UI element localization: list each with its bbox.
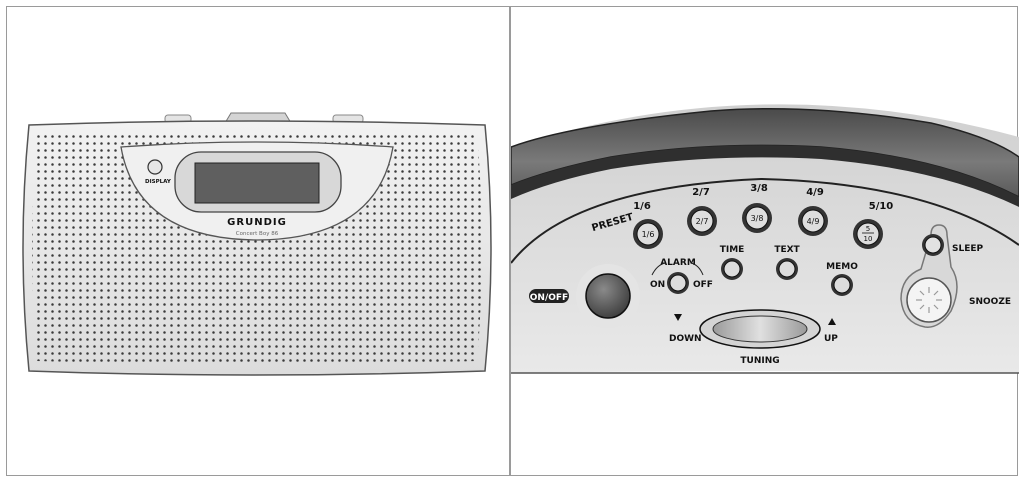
preset-1-face-label: 1/6 — [642, 230, 655, 239]
preset-button-3[interactable]: 3/8 3/8 — [742, 183, 772, 233]
preset-button-2[interactable]: 2/7 2/7 — [687, 187, 717, 236]
preset-1-top-label: 1/6 — [633, 201, 651, 212]
time-label: TIME — [720, 245, 745, 255]
lcd-screen — [194, 162, 320, 204]
preset-2-face-label: 2/7 — [696, 217, 709, 226]
control-panel-illustration: PRESET 1/6 1/6 2/7 2/7 3/8 3/8 4/9 4/9 — [510, 104, 1020, 374]
up-label: UP — [824, 334, 838, 344]
tuning-label: TUNING — [740, 356, 779, 366]
preset-5-face-numerator: 5 — [866, 225, 870, 233]
model-name: Concert Boy 86 — [236, 231, 279, 237]
onoff-label: ON/OFF — [530, 293, 568, 303]
tuning-rocker[interactable] — [712, 315, 808, 343]
time-button[interactable] — [723, 260, 741, 278]
preset-1-face[interactable] — [636, 222, 660, 246]
preset-2-top-label: 2/7 — [692, 187, 710, 198]
text-label: TEXT — [774, 245, 800, 255]
radio-front-view-panel: DISPLAY GRUNDIG Concert Boy 86 — [6, 6, 510, 476]
snooze-burst-icon — [916, 287, 942, 313]
alarm-button[interactable] — [669, 274, 687, 292]
up-arrow-icon — [828, 318, 836, 325]
preset-4-face-label: 4/9 — [807, 217, 820, 226]
alarm-label: ALARM — [660, 258, 696, 268]
panel-arc — [510, 177, 1020, 264]
sleep-button[interactable] — [924, 236, 942, 254]
control-panel-closeup: PRESET 1/6 1/6 2/7 2/7 3/8 3/8 4/9 4/9 — [510, 6, 1020, 476]
power-button[interactable] — [585, 273, 631, 319]
memo-label: MEMO — [826, 262, 858, 272]
preset-4-top-label: 4/9 — [806, 187, 824, 198]
onoff-badge — [529, 289, 569, 303]
radio-front-illustration: DISPLAY GRUNDIG Concert Boy 86 — [22, 112, 492, 376]
text-button[interactable] — [778, 260, 796, 278]
down-arrow-icon — [674, 314, 682, 321]
preset-5-face-denominator: 10 — [864, 235, 873, 243]
memo-button[interactable] — [833, 276, 851, 294]
display-button[interactable] — [147, 159, 163, 175]
display-label: DISPLAY — [145, 179, 172, 185]
snooze-button[interactable] — [906, 277, 952, 323]
alarm-on-label: ON — [650, 280, 665, 290]
preset-3-top-label: 3/8 — [750, 183, 768, 194]
preset-button-4[interactable]: 4/9 4/9 — [798, 187, 828, 236]
preset-3-face[interactable] — [745, 206, 769, 230]
snooze-label: SNOOZE — [969, 297, 1011, 307]
preset-2-face[interactable] — [690, 209, 714, 233]
preset-5-top-label: 5/10 — [869, 201, 894, 212]
brand-logo: GRUNDIG — [227, 217, 287, 228]
preset-button-5[interactable]: 5/10 5 10 — [853, 201, 893, 249]
preset-5-face[interactable] — [856, 222, 880, 246]
preset-4-face[interactable] — [801, 209, 825, 233]
sleep-label: SLEEP — [952, 244, 984, 254]
alarm-off-label: OFF — [693, 280, 713, 290]
handle-edge — [511, 145, 1019, 207]
down-label: DOWN — [669, 334, 702, 344]
alarm-bracket-right — [690, 262, 704, 276]
preset-3-face-label: 3/8 — [751, 214, 764, 223]
preset-button-1[interactable]: 1/6 1/6 — [633, 201, 663, 249]
alarm-bracket-left — [651, 262, 666, 276]
